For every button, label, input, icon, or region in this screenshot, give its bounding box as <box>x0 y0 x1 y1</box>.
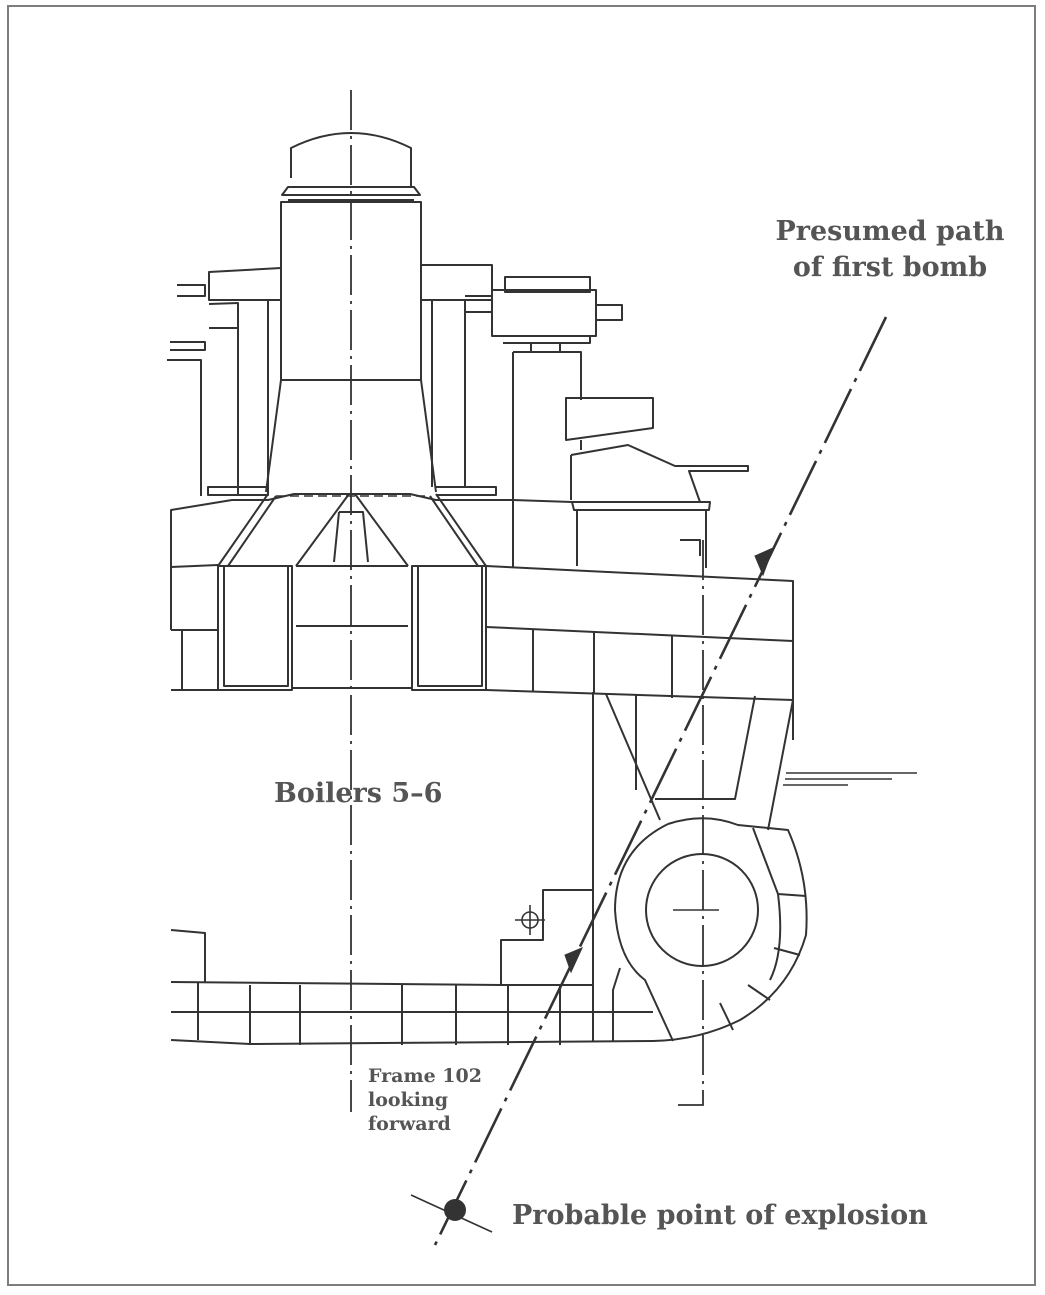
explosion-label: Probable point of explosion <box>512 1200 928 1231</box>
left-superstructure <box>167 267 282 496</box>
right-superstructure <box>421 264 749 568</box>
bomb-path-label-line2: of first bomb <box>792 252 988 283</box>
frame-note-line1: Frame 102 <box>368 1065 482 1087</box>
compartment-label: Boilers 5–6 <box>274 778 443 809</box>
bomb-path-label-line1: Presumed path <box>775 216 1005 247</box>
frame-note: Frame 102 looking forward <box>368 1064 482 1136</box>
frame-note-line3: forward <box>368 1113 451 1135</box>
bomb-trajectory <box>410 316 888 1246</box>
frame-note-line2: looking <box>368 1089 449 1111</box>
arrow-head-lower <box>564 947 583 974</box>
funnel <box>265 132 437 493</box>
bomb-path-label: Presumed path of first bomb <box>770 214 1010 286</box>
double-bottom <box>170 889 654 1045</box>
upper-hull <box>170 493 794 740</box>
side-structure <box>592 540 917 1106</box>
explosion-point-icon <box>444 1199 466 1221</box>
arrow-head-upper <box>754 547 774 577</box>
figure-frame <box>7 5 1036 1286</box>
